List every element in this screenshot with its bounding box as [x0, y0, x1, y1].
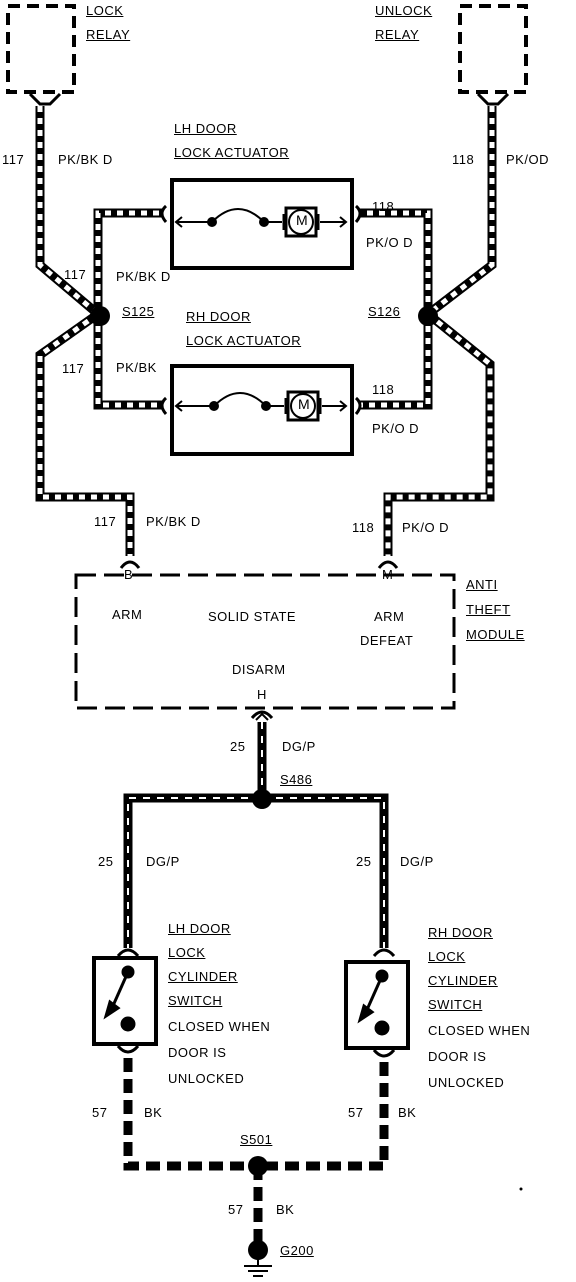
unlock-relay-box [458, 4, 528, 94]
module-name-label-3: MODULE [466, 627, 525, 642]
wire-117-rh-color: PK/BK [116, 360, 157, 375]
module-name-label-2: THEFT [466, 602, 511, 617]
wire-57-l-color: BK [144, 1105, 163, 1120]
lh-switch-label-2: LOCK [168, 945, 206, 960]
wire-57-g-num: 57 [228, 1202, 244, 1217]
wire-118-top-color: PK/OD [506, 152, 549, 167]
splice-s501-dot [248, 1156, 268, 1176]
lh-actuator-label-2: LOCK ACTUATOR [174, 145, 290, 160]
splice-s501-label: S501 [240, 1132, 273, 1147]
rh-actuator-box [170, 364, 354, 456]
anti-theft-module-box [74, 573, 456, 710]
wire-117-top-color: PK/BK D [58, 152, 113, 167]
pin-b-label: B [124, 567, 134, 582]
rh-switch-note-2: DOOR IS [428, 1049, 487, 1064]
rh-actuator-label-2: LOCK ACTUATOR [186, 333, 302, 348]
splice-s486-dot [252, 789, 272, 809]
wire-25-l-color: DG/P [146, 854, 180, 869]
unlock-relay-label-2: RELAY [375, 27, 420, 42]
rh-actuator-internals [174, 390, 348, 422]
lock-relay-box [6, 4, 76, 94]
rh-switch-note-3: UNLOCKED [428, 1075, 505, 1090]
rh-actuator-label-1: RH DOOR [186, 309, 251, 324]
splice-s126-label: S126 [368, 304, 401, 319]
lh-switch-note-3: UNLOCKED [168, 1071, 245, 1086]
pin-arm-label: ARM [112, 607, 143, 622]
lh-switch-label-3: CYLINDER [168, 969, 238, 984]
splice-s125-label: S125 [122, 304, 155, 319]
wire-118-lh-color: PK/O D [366, 235, 414, 250]
rh-motor-label: M [298, 396, 311, 412]
ground-g200-dot [248, 1240, 268, 1260]
unlock-relay-label-1: UNLOCK [375, 3, 433, 18]
wire-25-r-num: 25 [356, 854, 372, 869]
lh-switch-note-1: CLOSED WHEN [168, 1019, 271, 1034]
lock-relay-label-1: LOCK [86, 3, 124, 18]
wire-118-mod-num: 118 [352, 520, 375, 535]
pin-disarm-label: DISARM [232, 662, 286, 677]
rh-switch-label-3: CYLINDER [428, 973, 498, 988]
splice-s486-label: S486 [280, 772, 313, 787]
ground-g200-label: G200 [280, 1243, 314, 1258]
pin-arm-defeat-label-2: DEFEAT [360, 633, 414, 648]
wire-118-lh-num: 118 [372, 199, 395, 214]
lock-relay-label-2: RELAY [86, 27, 131, 42]
wire-118-rh-num: 118 [372, 382, 395, 397]
wire-57-l-num: 57 [92, 1105, 108, 1120]
wire-117-top [35, 106, 101, 318]
wire-57-r-color: BK [398, 1105, 417, 1120]
wire-118-lh [360, 208, 433, 314]
lh-actuator-internals [174, 206, 348, 238]
wire-25-r-color: DG/P [400, 854, 434, 869]
wire-117-lh-color: PK/BK D [116, 269, 171, 284]
wire-57-r-num: 57 [348, 1105, 364, 1120]
lh-switch-note-2: DOOR IS [168, 1045, 227, 1060]
lh-actuator-label-1: LH DOOR [174, 121, 237, 136]
wire-25-r [262, 793, 389, 948]
lh-motor-label: M [296, 212, 309, 228]
rh-switch-label-2: LOCK [428, 949, 466, 964]
module-solid-state-label: SOLID STATE [208, 609, 297, 624]
wire-117-rh-num: 117 [62, 361, 85, 376]
wire-118-top [425, 106, 497, 318]
rh-switch-label-1: RH DOOR [428, 925, 493, 940]
pin-h-label: H [257, 687, 267, 702]
wire-57-r [258, 1062, 389, 1171]
wire-25-h-num: 25 [230, 739, 246, 754]
splice-s125-dot [90, 306, 110, 326]
pin-arm-defeat-label-1: ARM [374, 609, 405, 624]
wire-118-rh-color: PK/O D [372, 421, 420, 436]
wire-25-l-num: 25 [98, 854, 114, 869]
lh-switch-label-4: SWITCH [168, 993, 223, 1008]
wire-25-h-color: DG/P [282, 739, 316, 754]
wire-117-mod-color: PK/BK D [146, 514, 201, 529]
module-name-label-1: ANTI [466, 577, 498, 592]
wire-117-top-num: 117 [2, 152, 25, 167]
pin-m-label: M [382, 567, 394, 582]
wire-118-mod-color: PK/O D [402, 520, 450, 535]
wire-57-g-color: BK [276, 1202, 295, 1217]
splice-s126-dot [418, 306, 438, 326]
wire-117-lh-num: 117 [64, 267, 87, 282]
wire-117-lh [93, 208, 162, 314]
wire-117-mod [35, 310, 135, 556]
rh-switch-label-4: SWITCH [428, 997, 483, 1012]
rh-switch-note-1: CLOSED WHEN [428, 1023, 531, 1038]
ground-symbol [244, 1258, 272, 1277]
wire-118-top-num: 118 [452, 152, 475, 167]
wire-117-mod-num: 117 [94, 514, 117, 529]
lh-switch-label-1: LH DOOR [168, 921, 231, 936]
wire-57-l [123, 1058, 258, 1171]
